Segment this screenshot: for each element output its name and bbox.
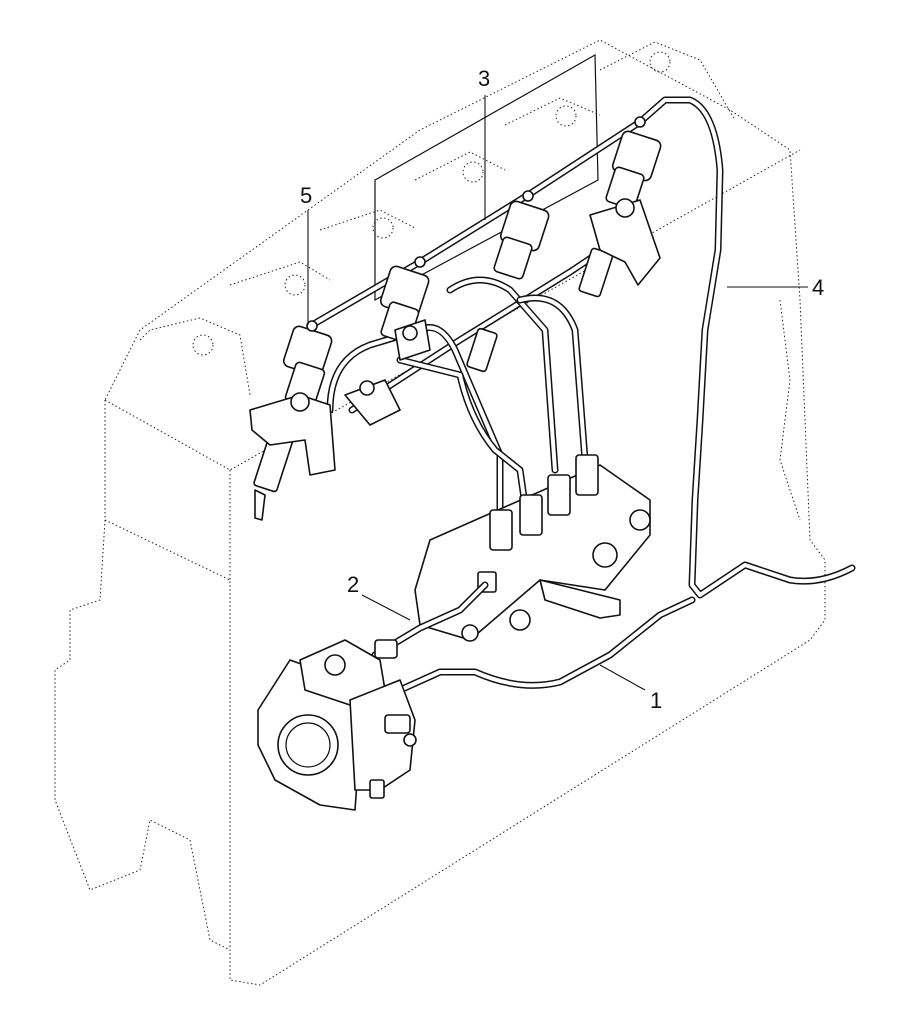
callout-labels: 1 2 3 4 5	[300, 66, 824, 713]
callout-1: 1	[650, 688, 662, 713]
callout-2: 2	[347, 572, 359, 597]
callout-4: 4	[812, 275, 824, 300]
injector-clamps	[249, 198, 661, 476]
callout-5: 5	[300, 183, 312, 208]
injector-1	[253, 320, 333, 521]
injector-bracket-plate	[374, 53, 599, 302]
high-pressure-pump	[257, 639, 417, 811]
callout-3: 3	[478, 66, 490, 91]
engine-block-outline	[54, 39, 826, 986]
supply-line	[396, 596, 696, 694]
injector-4	[578, 116, 662, 298]
injector-3	[466, 190, 550, 373]
return-line	[636, 96, 856, 599]
leader-lines	[307, 95, 808, 691]
